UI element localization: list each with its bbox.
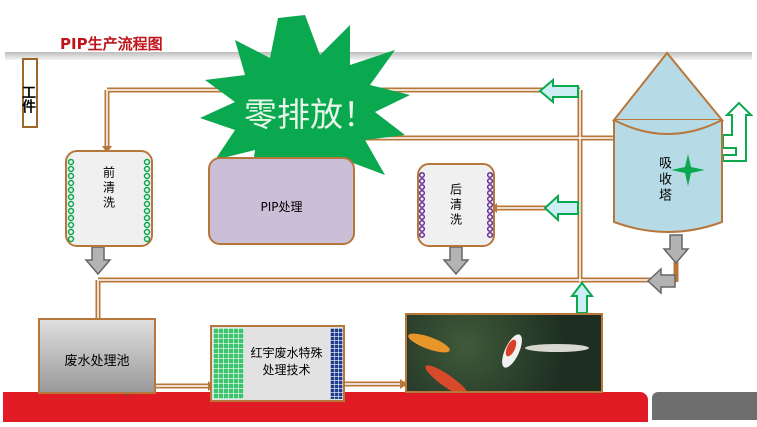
footer-gray-bar [652, 392, 757, 420]
heater-coils-icon [419, 171, 493, 239]
green-filter-grid [213, 328, 244, 399]
post-wash-label: 后清洗 [448, 182, 463, 228]
koi-fish-red [425, 365, 469, 391]
special-treatment-label: 红宇废水特殊 处理技术 [243, 345, 330, 379]
return-arrow-postwash-icon [543, 193, 579, 223]
absorption-tower-cone [611, 51, 725, 121]
drain-arrow-left-icon [646, 267, 676, 295]
up-arrow-pond-icon [569, 281, 595, 314]
wastewater-pool: 废水处理池 [38, 318, 156, 394]
diagram-title: PIP生产流程图 [60, 35, 163, 53]
wastewater-pool-label: 废水处理池 [64, 354, 130, 369]
pip-treatment-label: PIP处理 [260, 199, 303, 214]
heater-coils-icon [67, 158, 151, 243]
zero-discharge-burst [200, 15, 410, 200]
absorption-tower-label: 吸收塔 [656, 156, 671, 204]
koi-fish-image [408, 333, 589, 391]
special-treatment-line1: 红宇废水特殊 [250, 346, 323, 360]
sparkle-icon [671, 154, 705, 186]
koi-fish-white [525, 344, 589, 352]
pip-treatment-tank: PIP处理 [208, 157, 355, 245]
absorption-tower-body [613, 120, 723, 233]
drain-arrow-tower-icon [662, 234, 690, 265]
special-treatment-unit [210, 325, 345, 402]
koi-fish-orange [408, 333, 450, 353]
arrowhead-pond [400, 379, 407, 389]
blue-filter-grid [330, 328, 343, 399]
special-treatment-line2: 处理技术 [262, 363, 311, 377]
return-arrow-top-icon [538, 77, 579, 105]
post-wash-tank: 后清洗 [417, 163, 495, 247]
workpiece-label: 工件 [20, 58, 38, 128]
koi-pond-photo [405, 313, 603, 393]
exhaust-arrow-icon [722, 101, 754, 162]
drain-arrow-prewash-icon [84, 246, 112, 276]
zero-discharge-label: 零排放！ [244, 95, 376, 134]
pre-wash-label: 前清洗 [101, 166, 116, 211]
drain-arrow-postwash-icon [442, 246, 470, 276]
pre-wash-tank: 前清洗 [65, 150, 153, 247]
arrowhead-prewash [102, 146, 112, 153]
